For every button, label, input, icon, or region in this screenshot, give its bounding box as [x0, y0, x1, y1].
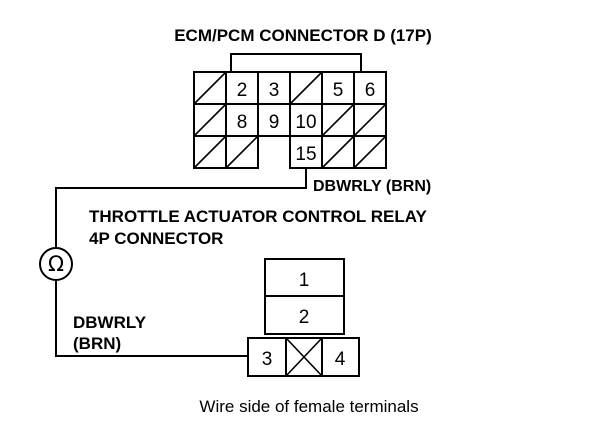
caption: Wire side of female terminals	[199, 397, 418, 416]
relay-cell-2	[264, 295, 345, 335]
ecm-pin-3: 3	[269, 80, 280, 101]
wire-meter-to-relay	[55, 280, 248, 357]
ecm-pin-15: 15	[295, 144, 316, 165]
ecm-cell-17-unused	[353, 135, 387, 169]
ecm-pin-5: 5	[333, 80, 344, 101]
relay-pin-3: 3	[262, 349, 273, 370]
ecm-connector-key-tab	[230, 53, 362, 72]
ecm-pin-6: 6	[365, 80, 376, 101]
wire-bottom-label-line1: DBWRLY	[73, 313, 147, 332]
relay-cell-4	[321, 337, 360, 377]
relay-title-line1: THROTTLE ACTUATOR CONTROL RELAY	[89, 207, 427, 226]
ecm-cell-1-unused	[193, 71, 227, 105]
ecm-pin-9: 9	[269, 112, 280, 133]
ecm-cell-7-unused	[193, 103, 227, 137]
ecm-pin-10: 10	[295, 112, 316, 133]
wire-bottom-label-line2: (BRN)	[73, 334, 121, 353]
ohmmeter-icon: Ω	[39, 247, 73, 281]
ecm-cell-12-unused	[353, 103, 387, 137]
ecm-cell-11-unused	[321, 103, 355, 137]
relay-connector: 1 2 3 4	[247, 258, 360, 377]
ohm-symbol: Ω	[48, 252, 64, 276]
wire-top-label: DBWRLY (BRN)	[313, 178, 431, 195]
ecm-cell-13-unused	[193, 135, 227, 169]
ecm-pin-2: 2	[237, 80, 248, 101]
ecm-pin-8: 8	[237, 112, 248, 133]
relay-pin-2: 2	[299, 307, 310, 328]
relay-title-line2: 4P CONNECTOR	[89, 229, 223, 248]
wire-ecm-to-meter	[55, 168, 307, 248]
ecm-connector-title: ECM/PCM CONNECTOR D (17P)	[174, 26, 432, 45]
ecm-cell-14-unused	[225, 135, 259, 169]
ecm-connector: 2 3 5 6 8 9 10 15	[193, 71, 387, 169]
relay-cell-blank-cross-b	[285, 337, 323, 377]
relay-pin-4: 4	[335, 349, 346, 370]
ecm-cell-16-unused	[321, 135, 355, 169]
ecm-cell-17	[353, 135, 387, 169]
ecm-cell-14	[225, 135, 259, 169]
relay-pin-1: 1	[299, 270, 310, 291]
ecm-cell-4-unused	[289, 71, 323, 105]
